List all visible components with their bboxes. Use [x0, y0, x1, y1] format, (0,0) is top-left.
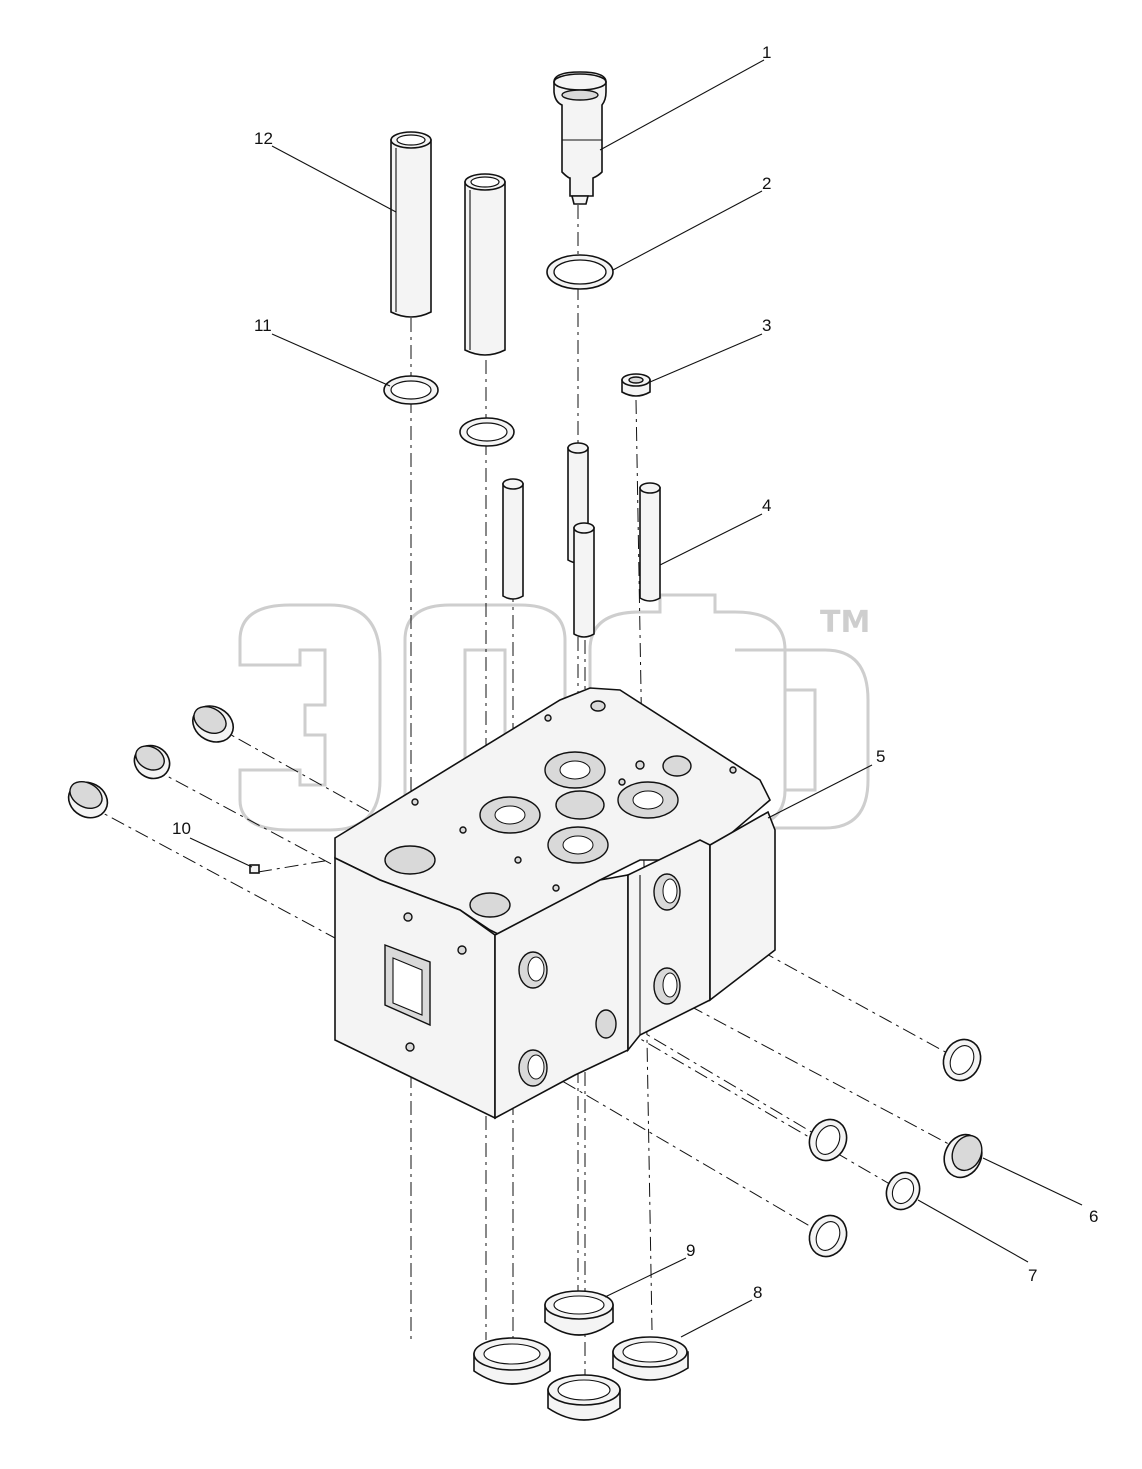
callout-labels: 1 2 3 4 5 6 7 8 9 10 11 12 — [172, 43, 1098, 1302]
callout-10: 10 — [172, 819, 191, 838]
watermark-trademark: TM — [820, 605, 870, 640]
callout-6: 6 — [1089, 1207, 1098, 1226]
callout-11: 11 — [254, 316, 272, 335]
part-12-push-rod-tubes — [390, 131, 506, 356]
callout-8: 8 — [753, 1283, 762, 1302]
part-5-cylinder-head — [334, 687, 776, 1120]
side-plugs-left — [67, 705, 234, 819]
part-7-sleeves — [808, 1118, 921, 1258]
part-4-valve-guides — [502, 442, 661, 638]
part-1-injector-sleeve — [553, 71, 607, 205]
part-8-valve-seat-rings — [547, 1336, 689, 1421]
part-9-valve-seat-rings — [473, 1290, 614, 1385]
callout-9: 9 — [686, 1241, 695, 1260]
callout-2: 2 — [762, 174, 771, 193]
callout-3: 3 — [762, 316, 771, 335]
callout-5: 5 — [876, 747, 885, 766]
leader-lines — [189, 59, 1083, 1338]
callout-12: 12 — [254, 129, 273, 148]
part-3-plug — [621, 373, 651, 397]
callout-4: 4 — [762, 496, 771, 515]
part-11-o-rings — [383, 375, 515, 447]
part-10-dowel — [249, 864, 260, 874]
part-6-plugs — [942, 1038, 983, 1179]
callout-1: 1 — [762, 43, 771, 62]
callout-7: 7 — [1028, 1266, 1037, 1285]
part-2-o-ring — [546, 254, 614, 290]
